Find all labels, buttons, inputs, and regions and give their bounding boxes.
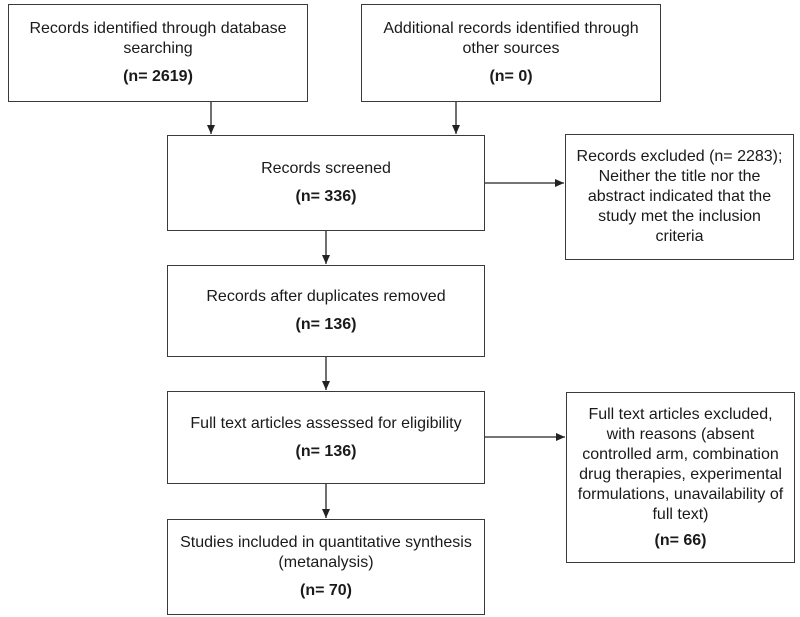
records-identified-database-label: Records identified through database sear… <box>29 20 287 57</box>
records-screened-count: (n= 336) <box>295 188 357 205</box>
studies-included-label: Studies included in quantitative synthes… <box>180 534 472 571</box>
full-text-excluded-box: Full text articles excluded, with reason… <box>566 392 795 563</box>
full-text-assessed-box: Full text articles assessed for eligibil… <box>167 391 485 484</box>
full-text-assessed-count: (n= 136) <box>295 442 357 460</box>
additional-records-label: Additional records identified through ot… <box>383 20 639 57</box>
records-excluded-box: Records excluded (n= 2283); Neither the … <box>565 134 794 260</box>
studies-included-box: Studies included in quantitative synthes… <box>167 519 485 615</box>
full-text-excluded-text: Full text articles excluded, with reason… <box>577 405 784 523</box>
records-identified-database-count: (n= 2619) <box>123 68 193 85</box>
records-excluded-text: Records excluded (n= 2283); Neither the … <box>576 148 783 245</box>
records-after-duplicates-box: Records after duplicates removed (n= 136… <box>167 265 485 357</box>
records-screened-box: Records screened (n= 336) <box>167 135 485 231</box>
records-screened-label: Records screened <box>261 160 391 177</box>
records-identified-database-box: Records identified through database sear… <box>8 4 308 102</box>
full-text-assessed-label: Full text articles assessed for eligibil… <box>190 414 462 432</box>
full-text-excluded-count: (n= 66) <box>654 531 707 549</box>
studies-included-count: (n= 70) <box>299 582 352 599</box>
additional-records-box: Additional records identified through ot… <box>361 4 661 102</box>
additional-records-count: (n= 0) <box>489 68 533 85</box>
records-after-duplicates-label: Records after duplicates removed <box>206 288 446 305</box>
records-after-duplicates-count: (n= 136) <box>295 316 357 333</box>
